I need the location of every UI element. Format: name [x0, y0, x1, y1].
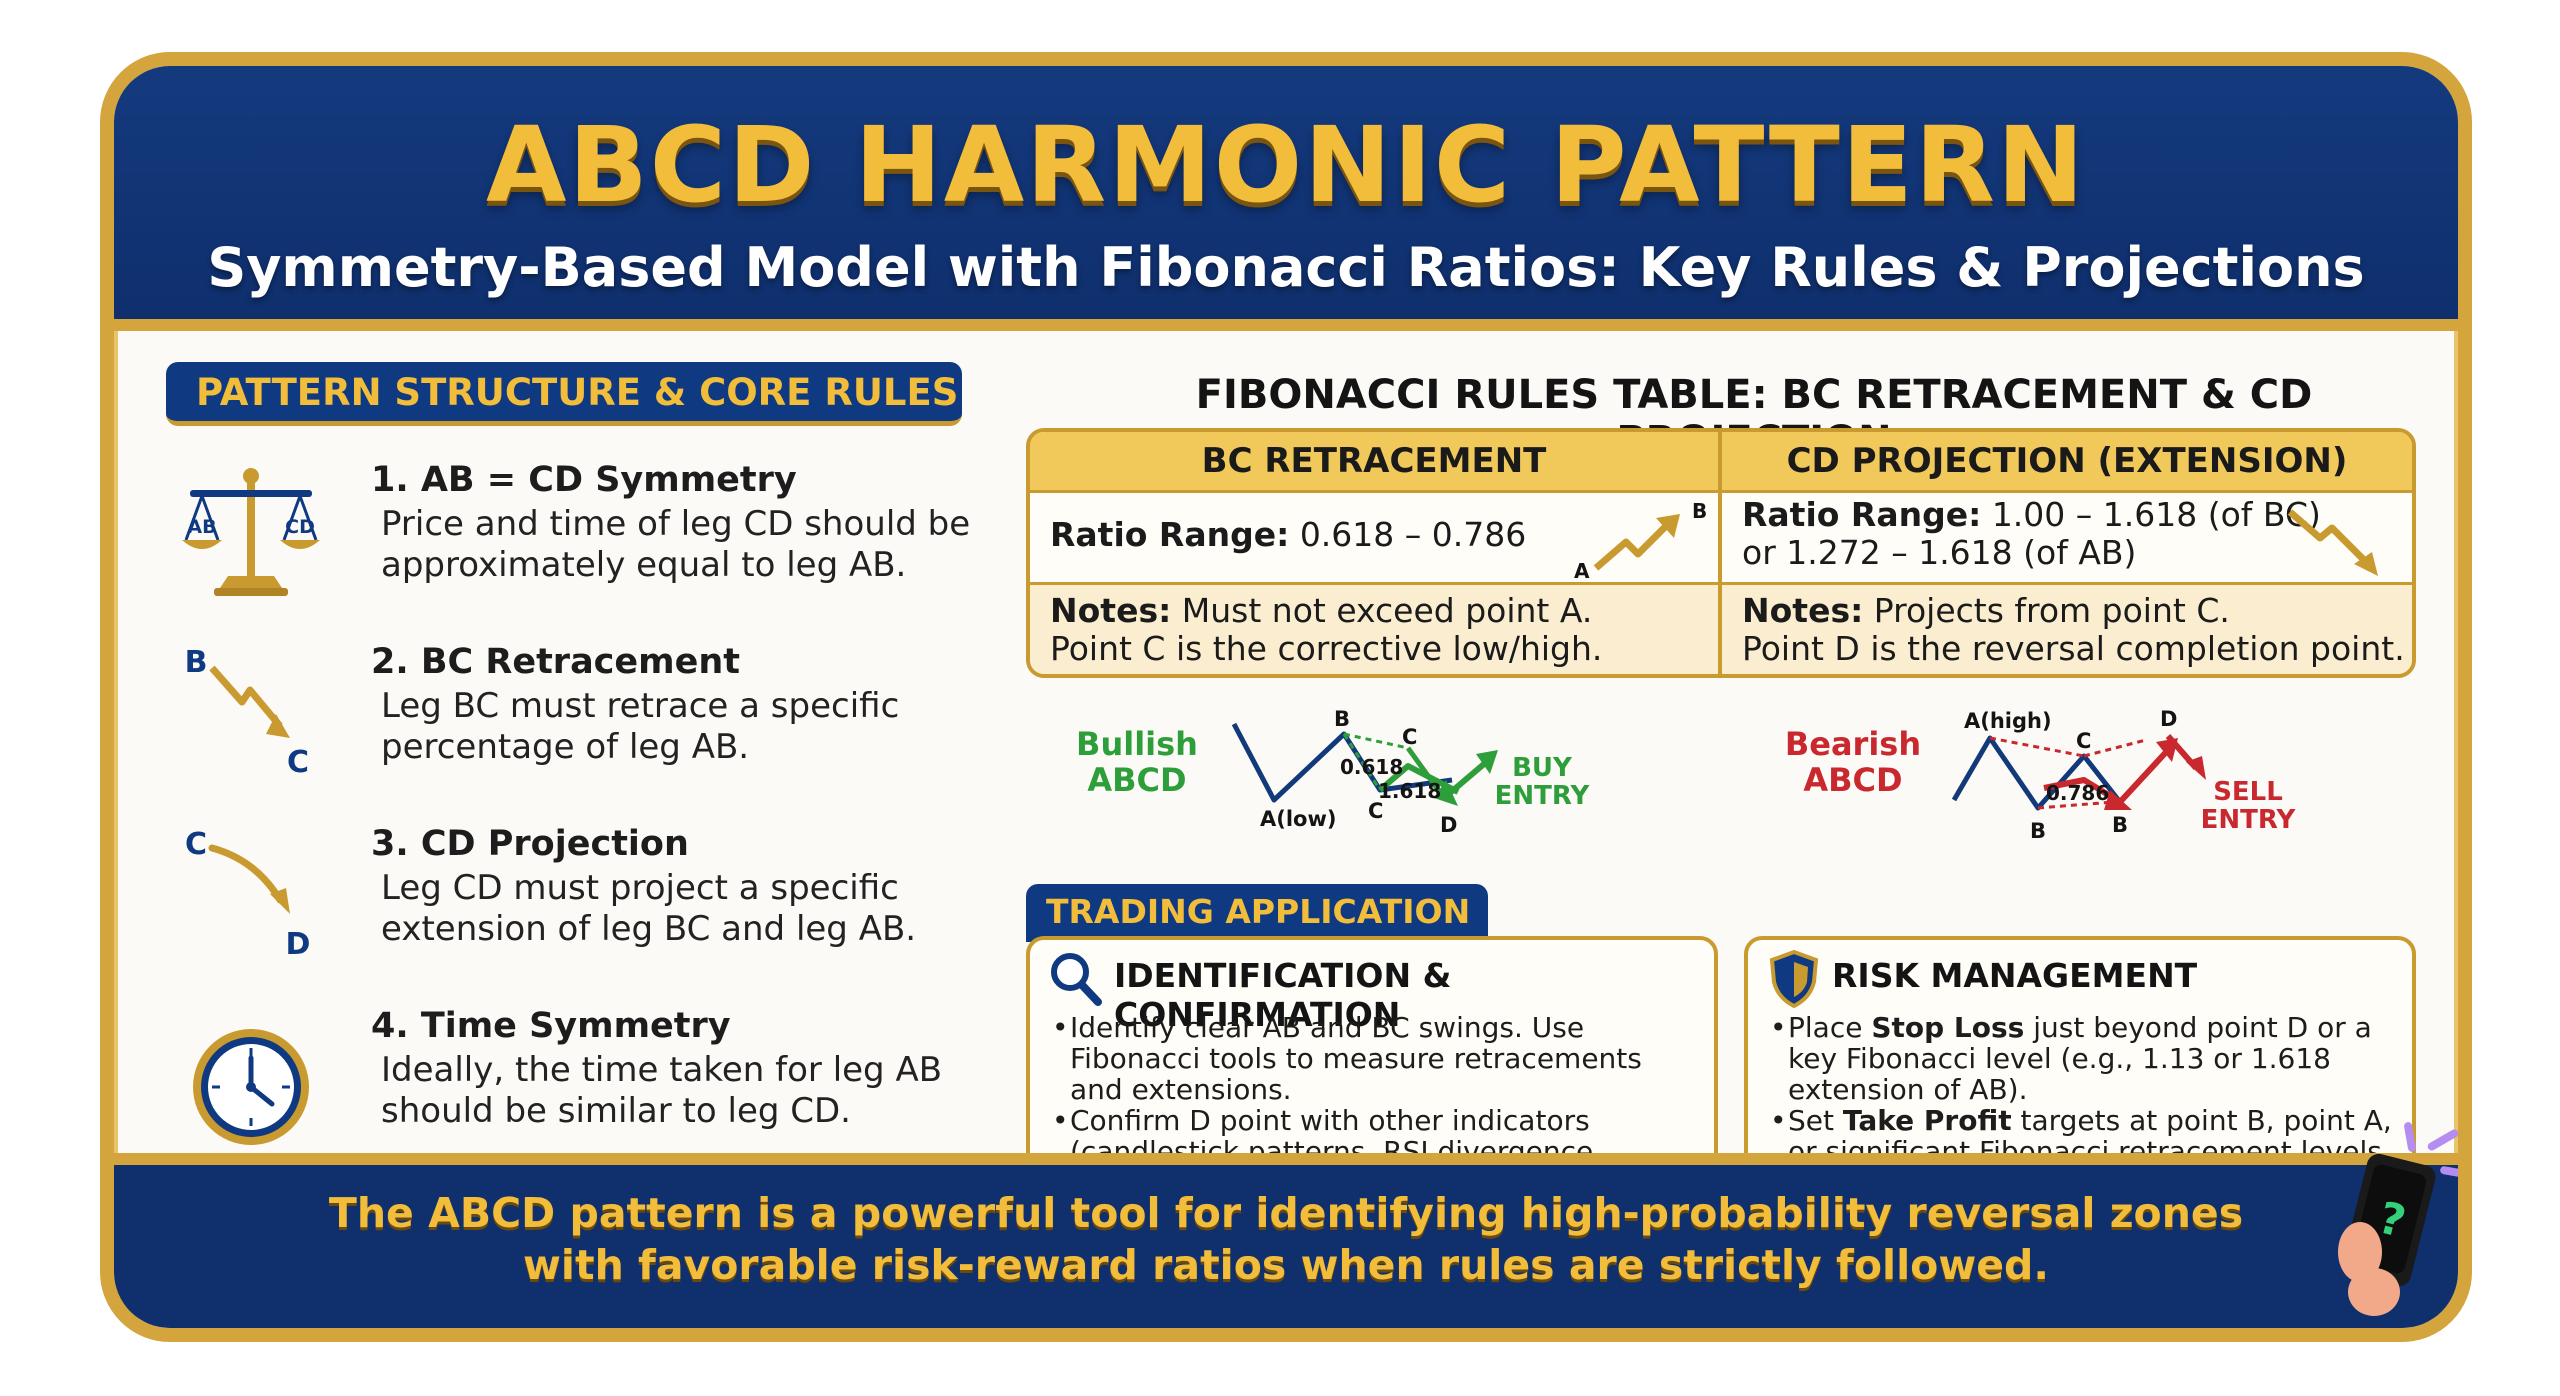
- svg-text:A: A: [1574, 559, 1590, 582]
- magnifier-icon: [1051, 953, 1102, 1006]
- svg-text:ENTRY: ENTRY: [2201, 805, 2297, 835]
- cd-notes-cell: Notes: Projects from point C. Point D is…: [1742, 591, 2405, 668]
- svg-text:C: C: [287, 745, 309, 780]
- infographic-card: ABCD HARMONIC PATTERN Symmetry-Based Mod…: [100, 52, 2472, 1342]
- svg-text:B: B: [185, 645, 208, 680]
- rule-text: Leg CD must project a specific extension…: [381, 868, 917, 949]
- svg-text:B: B: [2030, 819, 2046, 843]
- ratio-0618: 0.618: [1340, 755, 1403, 779]
- bc-notes-cell: Notes: Must not exceed point A. Point C …: [1050, 591, 1603, 668]
- buy-entry-label: BUY: [1512, 753, 1573, 783]
- bc-retracement-arrow-icon: B C: [185, 645, 309, 780]
- svg-text:C: C: [185, 827, 207, 862]
- svg-text:B: B: [1334, 707, 1350, 731]
- bullish-abcd-diagram: A(low) B C C D 0.618 1.618 BUY ENTRY: [1231, 707, 1591, 837]
- svg-text:D: D: [1440, 813, 1457, 837]
- column-header-bc: BC RETRACEMENT: [1030, 432, 1718, 490]
- bearish-abcd-diagram: A(high) B C 0.786 B D SELL ENTRY: [1951, 707, 2297, 843]
- point-a-low: A(low): [1260, 807, 1336, 831]
- rule-title: 4. Time Symmetry: [371, 1006, 731, 1046]
- svg-text:C: C: [1368, 799, 1383, 823]
- rule-time-symmetry: 4. Time Symmetry Ideally, the time taken…: [166, 1006, 1056, 1166]
- bc-uptrend-arrow-icon: A B: [1574, 499, 1707, 582]
- page-subtitle: Symmetry-Based Model with Fibonacci Rati…: [207, 236, 2365, 299]
- svg-text:B: B: [2112, 813, 2128, 837]
- shield-icon: [1769, 949, 1819, 1008]
- rule-title: 1. AB = CD Symmetry: [371, 460, 797, 500]
- rule-title: 2. BC Retracement: [371, 642, 741, 682]
- cd-projection-arrow-icon: C D: [185, 827, 311, 962]
- cd-downtrend-arrow-icon: [2287, 509, 2378, 576]
- clock-icon: [193, 1029, 309, 1145]
- risk-title: RISK MANAGEMENT: [1832, 956, 2198, 995]
- scale-label-ab: AB: [187, 516, 216, 538]
- rule-text: Leg BC must retrace a specific percentag…: [381, 686, 900, 767]
- svg-text:B: B: [1692, 499, 1707, 523]
- sell-entry-label: SELL: [2213, 777, 2283, 807]
- svg-text:D: D: [286, 927, 311, 962]
- ratio-0786: 0.786: [2046, 781, 2109, 805]
- phone-mascot-icon: ?: [2338, 1122, 2458, 1316]
- footer-banner: The ABCD pattern is a powerful tool for …: [114, 1153, 2458, 1328]
- section-title-trading: TRADING APPLICATION: [1026, 884, 1488, 942]
- balance-scale-icon: AB CD: [182, 468, 320, 596]
- rule-text: Ideally, the time taken for leg AB shoul…: [381, 1050, 943, 1131]
- svg-text:ENTRY: ENTRY: [1495, 781, 1591, 811]
- ratio-1618: 1.618: [1378, 779, 1441, 803]
- section-title-structure: PATTERN STRUCTURE & CORE RULES: [166, 362, 962, 426]
- rule-text: Price and time of leg CD should be appro…: [381, 504, 971, 585]
- header-banner: ABCD HARMONIC PATTERN Symmetry-Based Mod…: [114, 66, 2458, 331]
- cd-ratio-cell: Ratio Range: 1.00 – 1.618 (of BC) or 1.2…: [1742, 495, 2321, 572]
- list-item: Identify clear AB and BC swings. Use Fib…: [1052, 1012, 1698, 1105]
- page-title: ABCD HARMONIC PATTERN: [486, 104, 2086, 226]
- column-header-cd: CD PROJECTION (EXTENSION): [1722, 432, 2412, 490]
- rule-bc-retracement: B C 2. BC Retracement Leg BC must retrac…: [166, 642, 1056, 802]
- fib-rules-table: BC RETRACEMENT CD PROJECTION (EXTENSION)…: [1026, 428, 2416, 678]
- point-a-high: A(high): [1964, 709, 2052, 733]
- bc-ratio-cell: Ratio Range: 0.618 – 0.786: [1050, 515, 1527, 554]
- footer-text: The ABCD pattern is a powerful tool for …: [328, 1189, 2244, 1289]
- svg-text:D: D: [2160, 707, 2177, 731]
- rule-ab-cd-symmetry: AB CD 1. AB = CD Symmetry Price and time…: [166, 460, 1056, 620]
- rule-cd-projection: C D 3. CD Projection Leg CD must project…: [166, 824, 1056, 984]
- svg-text:C: C: [1402, 725, 1417, 749]
- scale-label-cd: CD: [285, 516, 315, 538]
- svg-text:C: C: [2076, 729, 2091, 753]
- rule-title: 3. CD Projection: [371, 824, 689, 864]
- list-item: Place Stop Loss just beyond point D or a…: [1770, 1012, 2396, 1105]
